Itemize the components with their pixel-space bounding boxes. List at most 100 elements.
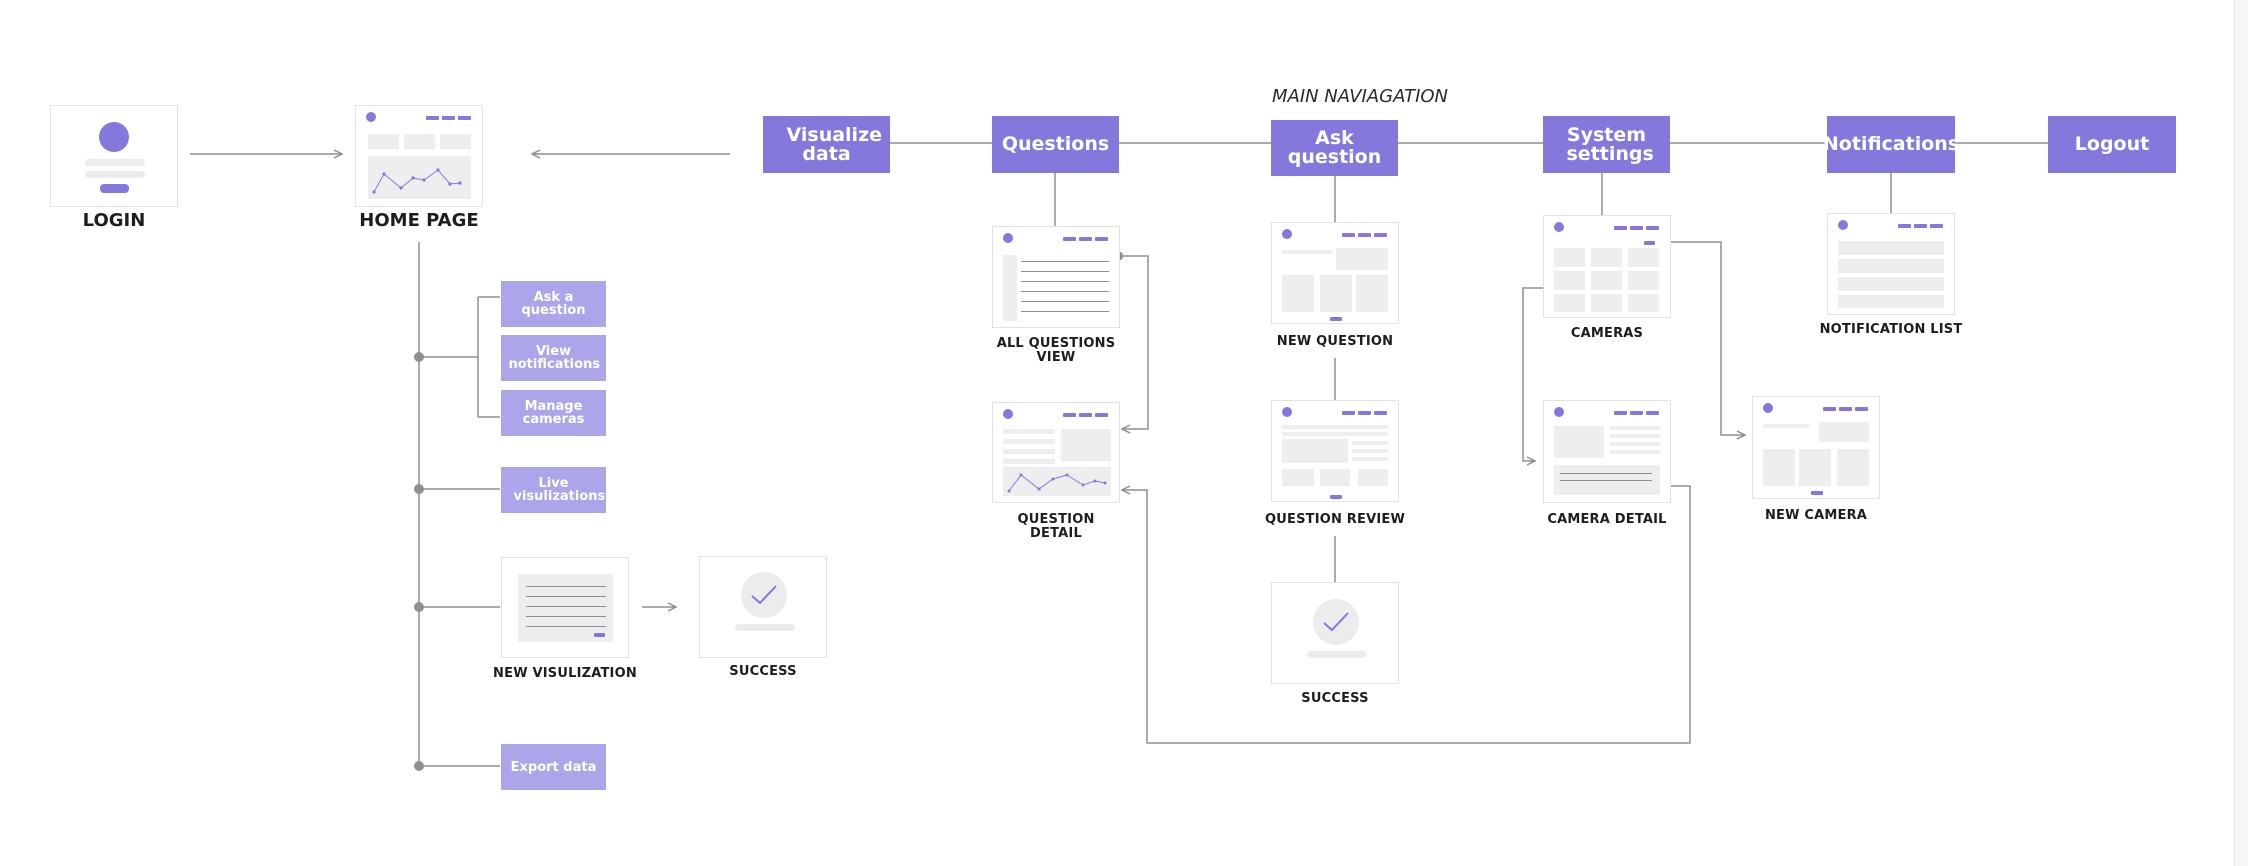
- new-viz-line-5: [526, 626, 606, 627]
- nav-ask-question[interactable]: Ask question: [1271, 120, 1398, 176]
- all-q-menu-bar-2: [1079, 237, 1092, 241]
- cam-detail-avatar-icon: [1554, 407, 1564, 417]
- nav-questions-label: Questions: [1001, 133, 1110, 155]
- nav-notifications-label: Notifications: [1822, 133, 1960, 155]
- cam-detail-menu-bar-3: [1646, 411, 1659, 415]
- camera-tile-2: [1591, 248, 1622, 267]
- new-q-option-2: [1320, 275, 1352, 312]
- nav-questions[interactable]: Questions: [992, 116, 1119, 173]
- new-viz-line-3: [526, 606, 606, 607]
- action-manage-cameras[interactable]: Manage cameras: [501, 390, 606, 436]
- home-chart-area: [368, 156, 471, 199]
- new-q-option-3: [1356, 275, 1388, 312]
- cam-detail-log-line-1: [1560, 473, 1652, 474]
- all-q-row-4: [1021, 291, 1109, 292]
- camera-tile-5: [1591, 271, 1622, 290]
- trunk-node-4: [414, 761, 424, 771]
- cameras-avatar-icon: [1554, 222, 1564, 232]
- home-page-screen: [355, 105, 483, 207]
- cam-detail-info-3: [1610, 442, 1660, 446]
- action-manage-cameras-label: Manage cameras: [522, 399, 585, 427]
- home-menu-bar-1: [426, 116, 439, 120]
- q-detail-image: [1061, 429, 1111, 461]
- new-cam-menu-bar-2: [1839, 407, 1852, 411]
- login-avatar-icon: [99, 122, 129, 152]
- right-edge-strip: [2234, 0, 2248, 866]
- q-review-avatar-icon: [1282, 407, 1292, 417]
- new-q-submit-bar: [1330, 317, 1342, 321]
- q-review-menu-bar-1: [1342, 411, 1355, 415]
- camera-tile-1: [1554, 248, 1585, 267]
- login-field-2: [85, 171, 145, 178]
- login-label: LOGIN: [82, 210, 146, 231]
- action-ask-question-label: Ask a question: [521, 290, 586, 318]
- notif-row-3: [1838, 277, 1944, 291]
- new-cam-menu-bar-1: [1823, 407, 1836, 411]
- all-q-row-3: [1021, 281, 1109, 282]
- nav-notifications[interactable]: Notifications: [1823, 116, 1959, 173]
- action-export-data[interactable]: Export data: [501, 744, 606, 790]
- nav-system-settings[interactable]: System settings: [1543, 116, 1670, 173]
- cameras-screen: [1543, 215, 1671, 318]
- notif-row-2: [1838, 259, 1944, 273]
- all-questions-to-detail-arrow: [1118, 255, 1149, 429]
- question-detail-screen: [992, 402, 1120, 503]
- action-live-visualizations-label: Live visulizations: [513, 476, 606, 504]
- all-q-row-6: [1021, 311, 1109, 312]
- q-review-tile-1: [1282, 469, 1314, 486]
- new-question-screen: [1271, 222, 1399, 324]
- nav-logout-label: Logout: [2074, 133, 2150, 155]
- new-viz-submit-bar: [594, 633, 605, 637]
- new-q-menu-bar-2: [1358, 233, 1371, 237]
- login-screen: [50, 105, 178, 207]
- diagram-title: MAIN NAVIAGATION: [1271, 86, 1449, 107]
- cam-detail-feed: [1554, 426, 1604, 458]
- q-detail-text-1: [1003, 429, 1055, 434]
- action-live-visualizations[interactable]: Live visulizations: [501, 467, 606, 513]
- q-detail-avatar-icon: [1003, 409, 1013, 419]
- all-q-menu-bar-1: [1063, 237, 1076, 241]
- all-questions-screen: [992, 226, 1120, 328]
- new-cam-title-bar: [1763, 424, 1809, 428]
- cam-detail-log-line-2: [1560, 480, 1652, 481]
- success-q-text-bar: [1307, 651, 1367, 658]
- question-review-label: QUESTION REVIEW: [1264, 512, 1406, 527]
- new-question-label: NEW QUESTION: [1276, 334, 1394, 349]
- all-q-sidebar: [1003, 255, 1017, 321]
- q-detail-text-4: [1003, 459, 1055, 464]
- nav-logout[interactable]: Logout: [2048, 116, 2176, 173]
- question-detail-label: QUESTION DETAIL: [1017, 512, 1095, 541]
- q-review-side-1: [1352, 441, 1388, 445]
- login-field-1: [85, 159, 145, 166]
- q-review-tile-2: [1320, 469, 1350, 486]
- cam-detail-info-4: [1610, 450, 1660, 454]
- action-view-notifications-label: View notifications: [508, 344, 601, 372]
- q-detail-text-2: [1003, 439, 1055, 444]
- action-ask-question[interactable]: Ask a question: [501, 281, 606, 327]
- q-detail-chart-area: [1003, 467, 1111, 496]
- q-detail-text-3: [1003, 449, 1055, 454]
- q-review-menu-bar-2: [1358, 411, 1371, 415]
- cameras-menu-bar-3: [1646, 226, 1659, 230]
- notif-row-4: [1838, 295, 1944, 308]
- question-review-screen: [1271, 400, 1399, 502]
- all-q-menu-bar-3: [1095, 237, 1108, 241]
- nav-visualize-data-label: Visualize data: [786, 123, 883, 165]
- notif-menu-bar-3: [1930, 224, 1943, 228]
- trunk-node-1: [414, 352, 424, 362]
- all-q-avatar-icon: [1003, 233, 1013, 243]
- nav-system-settings-label: System settings: [1566, 123, 1654, 165]
- home-tile-1: [368, 134, 399, 149]
- home-menu-bar-2: [442, 116, 455, 120]
- cameras-label: CAMERAS: [1570, 326, 1644, 341]
- q-review-tile-3: [1358, 469, 1388, 486]
- action-view-notifications[interactable]: View notifications: [501, 335, 606, 381]
- cam-detail-log: [1554, 465, 1660, 495]
- success-question-screen: [1271, 582, 1399, 684]
- q-review-line-2: [1282, 432, 1388, 436]
- nav-visualize-data[interactable]: Visualize data: [763, 116, 890, 173]
- cameras-filter-bar: [1644, 241, 1655, 245]
- q-review-block: [1282, 439, 1348, 463]
- new-q-title-bar: [1282, 250, 1332, 254]
- new-camera-label: NEW CAMERA: [1764, 508, 1868, 523]
